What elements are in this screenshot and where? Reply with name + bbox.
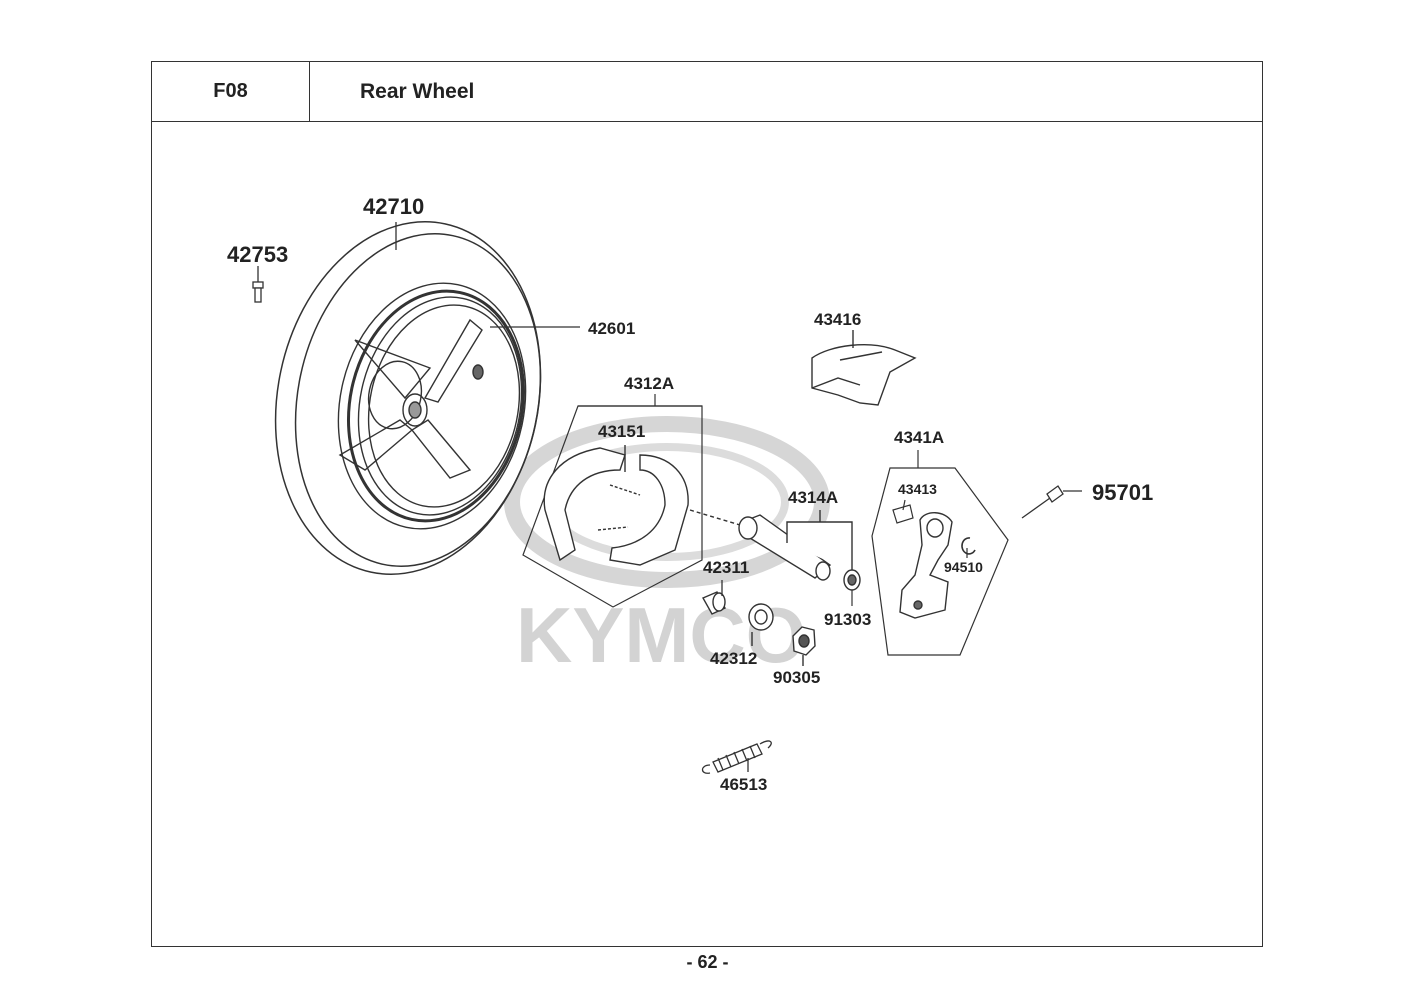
label-4314A: 4314A [788, 488, 838, 507]
nut-90305 [792, 626, 816, 666]
brake-shoes-43151 [543, 445, 689, 566]
label-91303: 91303 [824, 610, 871, 629]
page-number: - 62 - [686, 952, 729, 972]
label-46513: 46513 [720, 775, 767, 794]
label-42311: 42311 [703, 558, 749, 577]
pin-43413 [892, 499, 914, 524]
axle-4314A [689, 509, 861, 591]
label-42312: 42312 [710, 649, 757, 668]
collar-42312 [748, 603, 774, 646]
fender-43416 [811, 330, 917, 406]
section-title: Rear Wheel [309, 61, 1263, 122]
collar-42311 [702, 591, 726, 615]
spring-46513 [701, 740, 772, 774]
label-90305: 90305 [773, 668, 820, 687]
brake-shoe-box-4312A [522, 394, 703, 608]
label-94510: 94510 [944, 559, 983, 575]
rim-42601 [337, 282, 527, 530]
bolt-95701 [1021, 485, 1082, 519]
label-43413: 43413 [898, 481, 937, 497]
valve-42753 [252, 266, 264, 303]
label-4341A: 4341A [894, 428, 944, 447]
label-42601: 42601 [588, 319, 635, 338]
label-43151: 43151 [598, 422, 645, 441]
label-42710: 42710 [363, 194, 424, 219]
brake-arm [899, 512, 953, 619]
leader-lines [395, 222, 723, 596]
clip-94510 [961, 537, 976, 558]
label-42753: 42753 [227, 242, 288, 267]
brake-arm-box-4341A [871, 450, 1009, 656]
label-43416: 43416 [814, 310, 861, 329]
tire-42710 [274, 221, 542, 575]
label-95701: 95701 [1092, 480, 1153, 505]
label-4312A: 4312A [624, 374, 674, 393]
section-code: F08 [151, 61, 310, 122]
